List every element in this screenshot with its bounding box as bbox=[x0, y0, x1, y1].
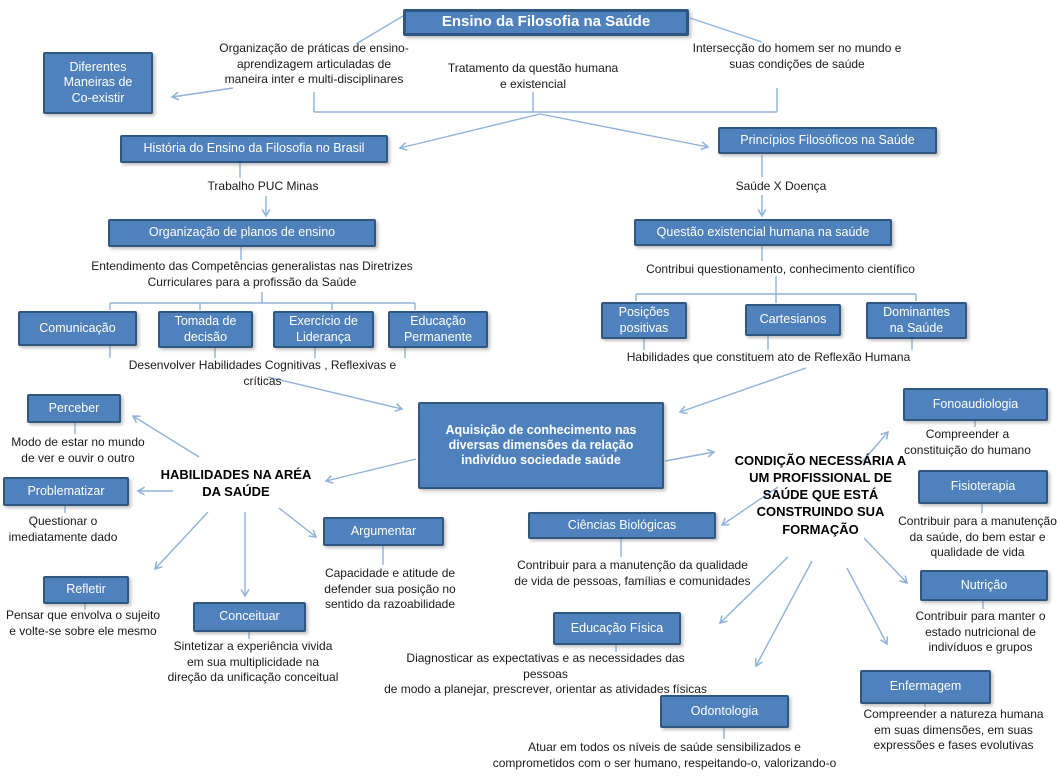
annotation-trabalho-puc: Trabalho PUC Minas bbox=[207, 179, 319, 193]
annotation-contribuir-qualidade: Contribuir para a manutenção da qualidad… bbox=[514, 558, 751, 588]
node-questao-existencial: Questão existencial humana na saúde bbox=[634, 219, 892, 246]
annotation-contribuir-manter: Contribuir para manter o estado nutricio… bbox=[915, 609, 1046, 655]
node-posicoes-positivas: Posições positivas bbox=[601, 302, 687, 339]
arrow-to-ciencias bbox=[720, 486, 779, 526]
node-problematizar: Problematizar bbox=[3, 477, 129, 506]
annotation-compreender-natureza: Compreender a natureza humana em suas di… bbox=[863, 707, 1044, 753]
annotation-modo-de-estar: Modo de estar no mundo de ver e ouvir o … bbox=[11, 435, 145, 465]
connector-title-branches bbox=[313, 15, 778, 113]
arrow-to-historia bbox=[398, 113, 541, 151]
node-perceber: Perceber bbox=[27, 394, 121, 423]
annotation-diagnosticar: Diagnosticar as expectativas e as necess… bbox=[384, 651, 707, 697]
node-ensino-filosofia-saude: Ensino da Filosofia na Saúde bbox=[403, 9, 689, 36]
node-principios-filosoficos: Princípios Filosóficos na Saúde bbox=[718, 127, 937, 154]
node-argumentar: Argumentar bbox=[323, 517, 444, 546]
node-organizacao-planos: Organização de planos de ensino bbox=[108, 219, 376, 247]
arrow-to-refletir bbox=[153, 511, 209, 571]
arrow-to-nutricao bbox=[863, 537, 909, 585]
node-educacao-fisica: Educação Física bbox=[553, 612, 681, 645]
connector-stubs-lower bbox=[64, 421, 984, 739]
arrow-to-principios bbox=[539, 113, 710, 151]
node-aquisicao-conhecimento: Aquisição de conhecimento nas diversas d… bbox=[418, 402, 664, 489]
hub-habilidades-area-saude: HABILIDADES NA ARÉA DA SAÚDE bbox=[160, 467, 312, 500]
node-odontologia: Odontologia bbox=[660, 695, 789, 728]
node-educacao-permanente: Educação Permanente bbox=[388, 311, 488, 348]
arrow-to-argumentar bbox=[278, 507, 318, 538]
annotation-questionar: Questionar o imediatamente dado bbox=[8, 514, 118, 544]
arrow-to-fonoaudiologia bbox=[861, 430, 890, 463]
annotation-atuar-niveis: Atuar em todos os níveis de saúde sensib… bbox=[492, 740, 837, 770]
connector-stubs-upper bbox=[239, 155, 763, 261]
node-fisioterapia: Fisioterapia bbox=[918, 470, 1048, 504]
annotation-pensar-sujeito: Pensar que envolva o sujeito e volte-se … bbox=[5, 608, 161, 638]
node-ciencias-biologicas: Ciências Biológicas bbox=[528, 512, 716, 539]
connector-left-branch bbox=[109, 292, 416, 358]
arrow-to-enfermagem bbox=[846, 567, 889, 646]
arrow-to-diferentes bbox=[170, 87, 234, 101]
node-enfermagem: Enfermagem bbox=[860, 670, 991, 704]
annotation-organizacao-praticas: Organização de práticas de ensino- apren… bbox=[219, 41, 409, 87]
node-fonoaudiologia: Fonoaudiologia bbox=[903, 388, 1048, 421]
node-tomada-decisao: Tomada de decisão bbox=[158, 311, 253, 348]
node-exercicio-lideranca: Exercício de Liderança bbox=[273, 311, 374, 348]
annotation-saude-doenca: Saúde X Doença bbox=[735, 179, 827, 193]
arrow-to-edfisica bbox=[718, 556, 789, 625]
annotation-interseccao-homem: Intersecção do homem ser no mundo e suas… bbox=[692, 41, 902, 71]
node-refletir: Refletir bbox=[43, 576, 129, 604]
arrow-aquisicao-to-condicao bbox=[664, 448, 716, 462]
arrow-desenvolver-to-aquisicao bbox=[267, 376, 404, 412]
arrow-aquisicao-to-habilidades bbox=[324, 458, 417, 484]
node-nutricao: Nutrição bbox=[920, 570, 1048, 601]
annotation-habilidades-reflexao: Habilidades que constituem ato de Reflex… bbox=[626, 350, 911, 364]
annotation-desenvolver-habilidades: Desenvolver Habilidades Cognitivas , Ref… bbox=[128, 358, 397, 388]
annotation-contribui-questionamento: Contribui questionamento, conhecimento c… bbox=[646, 262, 915, 276]
arrow-reflexao-to-aquisicao bbox=[678, 367, 807, 415]
hub-condicao-necessaria: CONDIÇÃO NECESSÁRIA A UM PROFISSIONAL DE… bbox=[734, 453, 907, 537]
annotation-contribuir-manutencao: Contribuir para a manutenção da saúde, d… bbox=[898, 514, 1057, 560]
connector-right-branch bbox=[635, 276, 917, 350]
node-diferentes-maneiras: Diferentes Maneiras de Co-existir bbox=[43, 52, 153, 114]
node-conceituar: Conceituar bbox=[193, 602, 306, 632]
annotation-entendimento-competencias: Entendimento das Competências generalist… bbox=[91, 259, 413, 289]
arrow-to-perceber bbox=[131, 415, 200, 458]
node-historia-ensino: História do Ensino da Filosofia no Brasi… bbox=[120, 135, 388, 163]
annotation-compreender-constituicao: Compreender a constituição do humano bbox=[904, 427, 1031, 457]
annotation-sintetizar-experiencia: Sintetizar a experiência vivida em sua m… bbox=[167, 639, 339, 685]
node-cartesianos: Cartesianos bbox=[745, 304, 841, 336]
node-dominantes-saude: Dominantes na Saúde bbox=[866, 302, 967, 339]
node-comunicacao: Comunicação bbox=[18, 311, 137, 346]
arrow-to-odontologia bbox=[754, 560, 813, 668]
annotation-capacidade-atitude: Capacidade e atitude de defender sua pos… bbox=[324, 566, 456, 612]
annotation-tratamento-questao: Tratamento da questão humana e existenci… bbox=[447, 61, 619, 91]
